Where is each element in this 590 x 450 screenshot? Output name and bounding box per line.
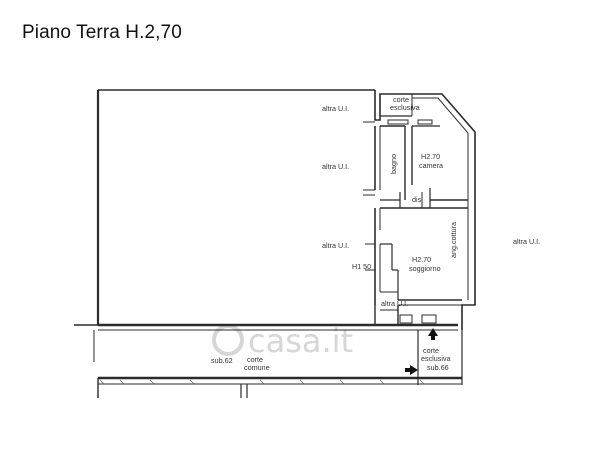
arrow-right-icon (410, 365, 418, 375)
label-corte-esclusiva-top-1: corte (393, 95, 409, 104)
label-altra-ui-bottom: altra U.I. (381, 299, 408, 308)
label-bagno: bagno (389, 154, 398, 174)
label-altra-ui-low: altra U.I. (322, 241, 349, 250)
label-corte-comune-2: comune (244, 363, 270, 372)
label-corte-comune-1: corte (247, 355, 263, 364)
arrow-up-icon (428, 328, 438, 336)
label-sub66: sub.66 (427, 363, 449, 372)
watermark-text: casa.it (248, 322, 353, 360)
label-camera: camera (419, 161, 443, 170)
walls (74, 89, 476, 398)
wall-hatching (99, 379, 425, 385)
arrow-right-stem (405, 368, 411, 372)
label-soggiorno-height: H2.70 (412, 255, 431, 264)
arrow-up-stem (431, 335, 435, 340)
label-corte-esclusiva-bottom-1: corte (423, 346, 439, 355)
label-camera-height: H2.70 (421, 152, 440, 161)
label-sub62: sub.62 (211, 356, 233, 365)
label-corte-esclusiva-bottom-2: esclusiva (421, 354, 451, 363)
watermark: casa.it (212, 322, 353, 360)
plan-title: Piano Terra H.2,70 (22, 22, 182, 43)
entrance-arrows (405, 328, 438, 375)
label-corte-esclusiva-top-2: esclusiva (390, 103, 420, 112)
label-altra-ui-top: altra U.I. (322, 104, 349, 113)
label-dis: dis (412, 195, 422, 204)
label-soggiorno: soggiorno (409, 264, 441, 273)
label-altra-ui-mid: altra U.I. (322, 162, 349, 171)
label-ang-cottura: ang.cottura (449, 222, 458, 258)
label-altra-ui-right: altra U.I. (513, 237, 540, 246)
label-h150: H1 50 (352, 262, 371, 271)
room-labels: altra U.I. altra U.I. altra U.I. altra U… (211, 95, 540, 372)
